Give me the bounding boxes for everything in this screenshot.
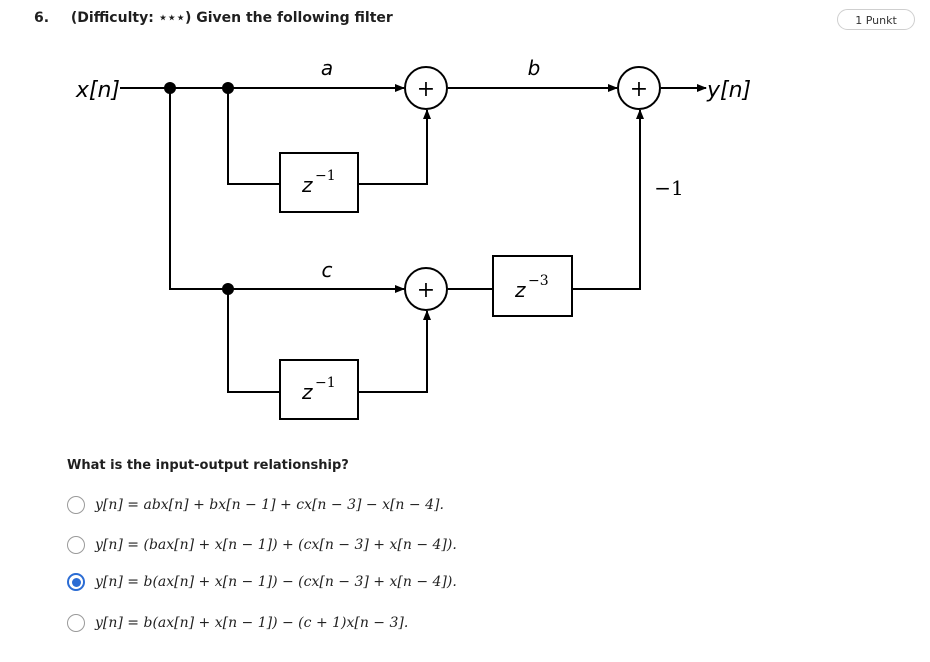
wire-delay1-in (227, 88, 280, 185)
delay-block-z3 (492, 255, 573, 317)
answer-option-2[interactable]: y[n] = (bax[n] + x[n − 1]) + (cx[n − 3] … (67, 534, 457, 556)
adder-plus: + (417, 278, 435, 303)
adder-output (617, 66, 661, 110)
delay-z3-base: z (514, 278, 526, 302)
option-label-1: y[n] = abx[n] + bx[n − 1] + cx[n − 3] − … (95, 497, 444, 513)
delay-top-base: z (301, 173, 313, 197)
wire-c (169, 88, 405, 293)
adder-top (404, 66, 448, 110)
wire-delay2-out (358, 310, 431, 393)
option-label-4: y[n] = b(ax[n] + x[n − 1]) − (c + 1)x[n … (95, 615, 409, 631)
junction-dot (164, 82, 176, 94)
output-label: y[n] (706, 78, 751, 103)
question-header: 6. (Difficulty: ⋆⋆⋆) Given the following… (34, 10, 393, 26)
question-prompt: What is the input-output relationship? (67, 458, 349, 473)
radio-button-1[interactable] (67, 496, 85, 514)
delay-block-bottom (279, 359, 359, 420)
adder-plus: + (417, 77, 435, 102)
delay-bottom-exp: −1 (315, 375, 336, 391)
option-label-2: y[n] = (bax[n] + x[n − 1]) + (cx[n − 3] … (95, 537, 457, 553)
question-title: (Difficulty: ⋆⋆⋆) Given the following fi… (70, 10, 393, 26)
adder-bottom (404, 267, 448, 311)
radio-button-3-selected[interactable] (67, 573, 85, 591)
points-badge: 1 Punkt (837, 9, 915, 30)
junction-dot (222, 283, 234, 295)
junction-dot (222, 82, 234, 94)
delay-block-top (279, 152, 359, 213)
radio-button-4[interactable] (67, 614, 85, 632)
gain-b-label: b (528, 56, 541, 80)
delay-z3-exp: −3 (528, 273, 549, 289)
gain-c-label: c (322, 258, 333, 282)
adder-plus: + (630, 77, 648, 102)
wire-delay1-out (358, 109, 431, 185)
question-number: 6. (34, 10, 50, 26)
answer-option-4[interactable]: y[n] = b(ax[n] + x[n − 1]) − (c + 1)x[n … (67, 612, 408, 634)
option-label-3: y[n] = b(ax[n] + x[n − 1]) − (cx[n − 3] … (95, 574, 457, 590)
filter-block-diagram: + + + x[n] y[n] a b c −1 z −1 z −1 z −3 (75, 56, 751, 420)
gain-minus-one-label: −1 (654, 176, 683, 200)
wire-delay2-in (227, 289, 280, 393)
delay-bottom-base: z (301, 380, 313, 404)
answer-option-1[interactable]: y[n] = abx[n] + bx[n − 1] + cx[n − 3] − … (67, 494, 444, 516)
gain-a-label: a (321, 56, 333, 80)
answer-option-3[interactable]: y[n] = b(ax[n] + x[n − 1]) − (cx[n − 3] … (67, 571, 457, 593)
input-label: x[n] (75, 78, 120, 103)
delay-top-exp: −1 (315, 168, 336, 184)
radio-button-2[interactable] (67, 536, 85, 554)
wire-minus-one (572, 109, 644, 290)
